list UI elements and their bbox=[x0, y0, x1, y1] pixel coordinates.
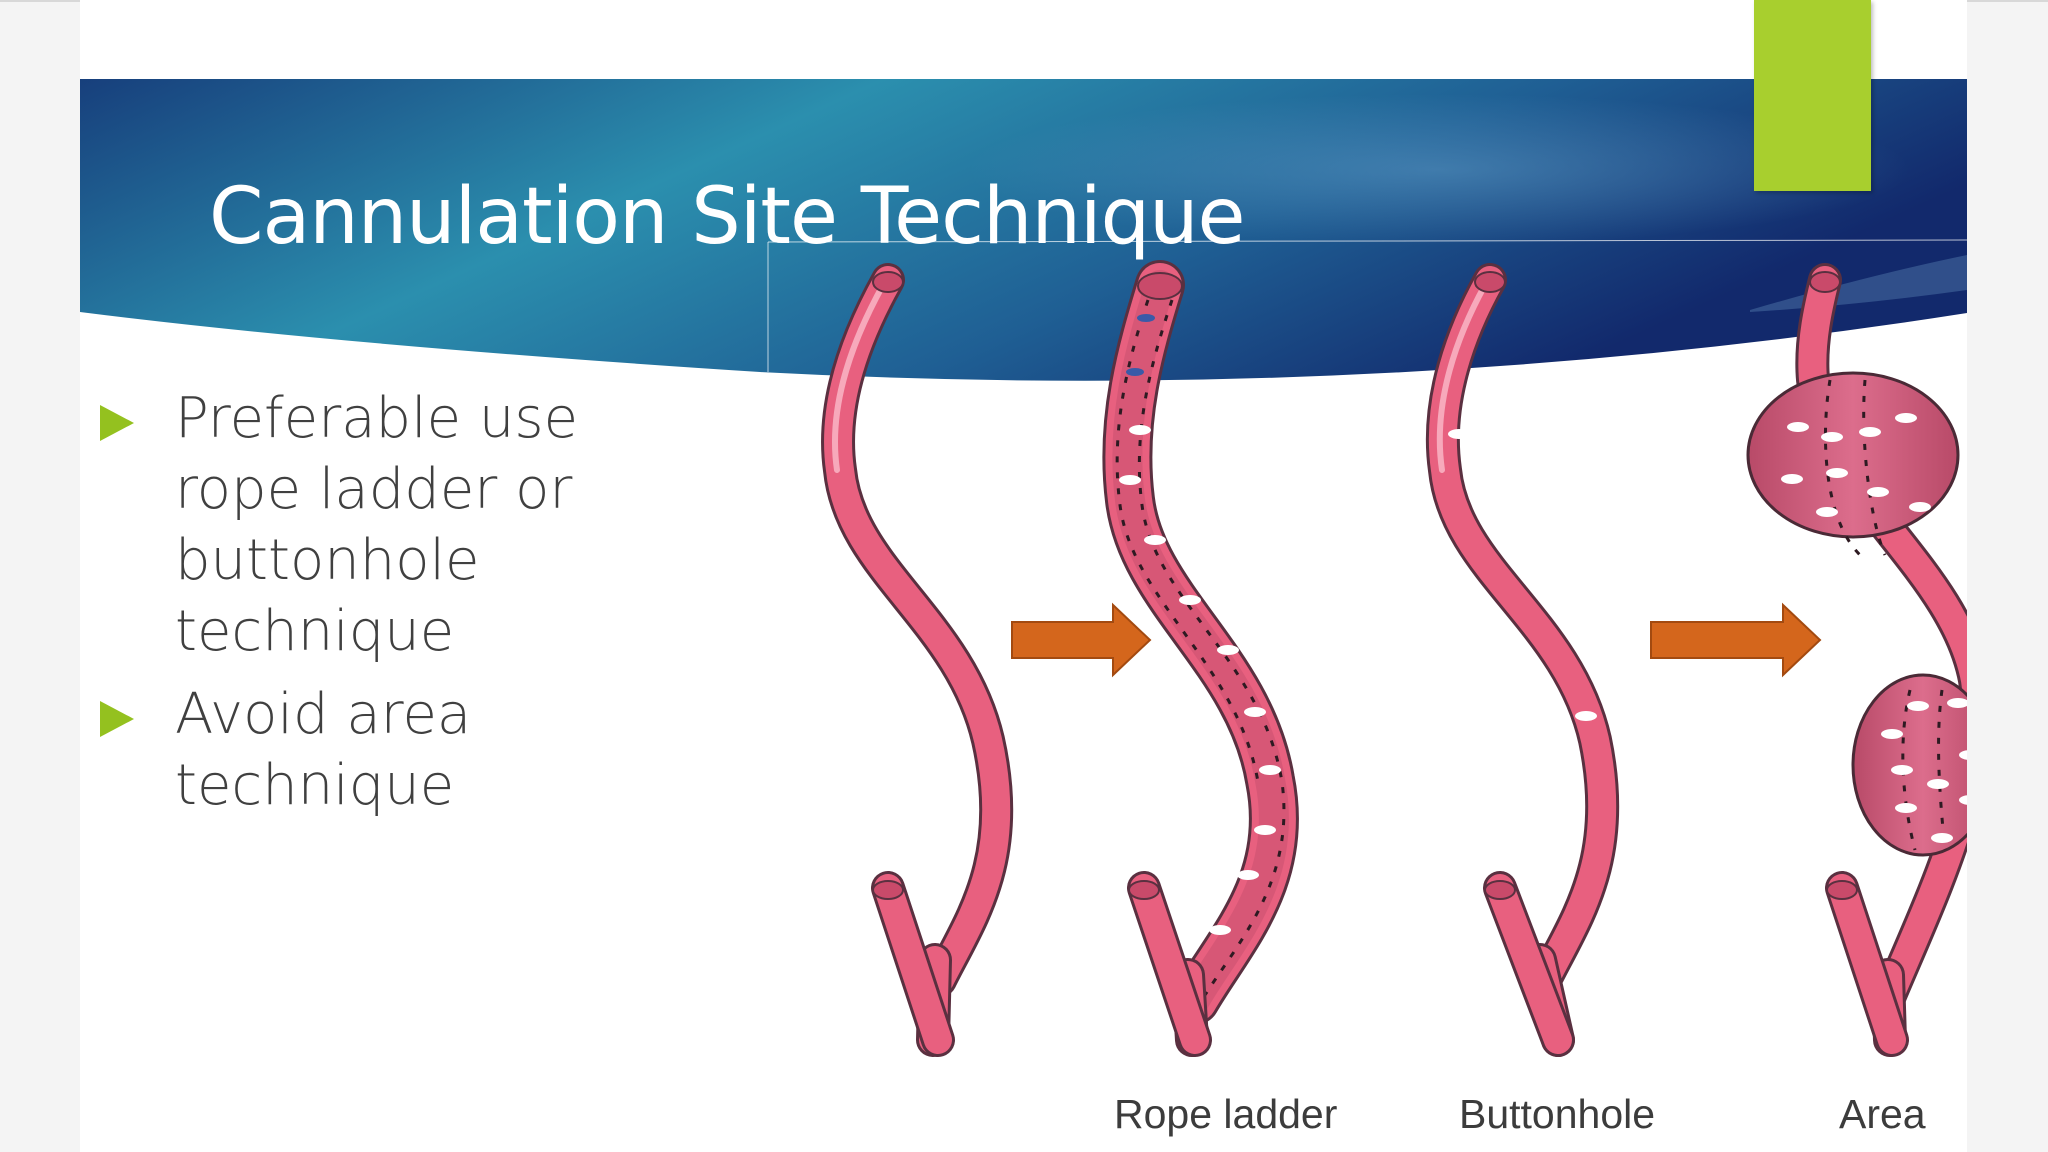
right-arrow-icon bbox=[1650, 602, 1822, 678]
presentation-slide: Cannulation Site Technique Preferable us… bbox=[80, 0, 1967, 1152]
bullet-text: Preferable use rope ladder or buttonhole… bbox=[175, 386, 579, 664]
cannulation-diagram: Rope ladder Buttonhole Area bbox=[821, 260, 1967, 1137]
triangle-bullet-icon bbox=[100, 701, 134, 737]
vessel-rope-ladder bbox=[1102, 260, 1299, 1057]
slide-title: Cannulation Site Technique bbox=[209, 172, 1246, 262]
bullet-list: Preferable use rope ladder or buttonhole… bbox=[100, 383, 620, 833]
triangle-bullet-icon bbox=[100, 405, 134, 441]
label-buttonhole: Buttonhole bbox=[1459, 1091, 1655, 1137]
accent-tab bbox=[1754, 0, 1871, 191]
vessel-area bbox=[1746, 263, 1967, 1057]
right-arrow-icon bbox=[1011, 602, 1152, 678]
bullet-text: Avoid area technique bbox=[175, 682, 472, 818]
label-area: Area bbox=[1839, 1091, 1926, 1137]
bullet-item: Avoid area technique bbox=[100, 679, 620, 821]
label-rope-ladder: Rope ladder bbox=[1114, 1091, 1337, 1137]
vessel-plain bbox=[821, 263, 1014, 1057]
bullet-item: Preferable use rope ladder or buttonhole… bbox=[100, 383, 620, 667]
vessel-buttonhole bbox=[1425, 263, 1620, 1057]
